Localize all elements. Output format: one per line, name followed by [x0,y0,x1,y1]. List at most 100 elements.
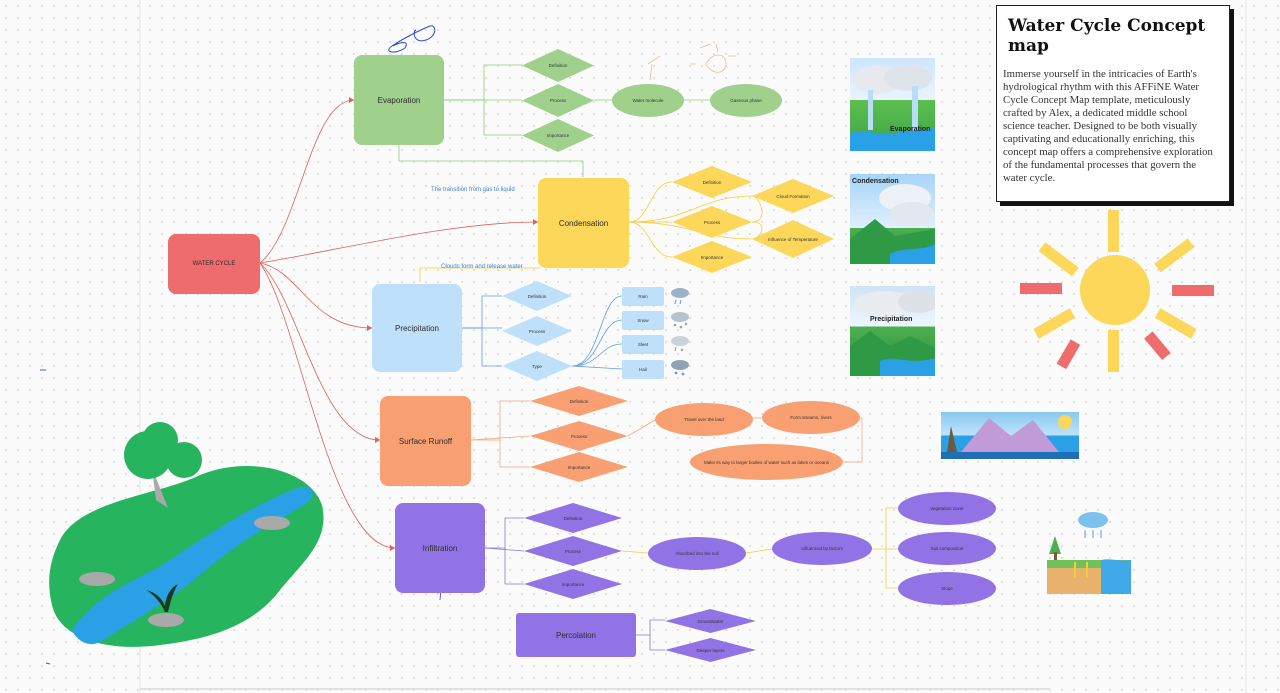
infiltration-image[interactable] [1045,508,1133,596]
condensation-illustration [850,184,935,264]
infiltration-process-node[interactable]: Process [524,536,622,566]
soil-composition-node[interactable]: Soil composition [898,532,996,565]
condensation-importance-node[interactable]: Importance [672,241,752,273]
slope-node[interactable]: Slope [898,572,996,605]
node-label: Cloud Formation [776,193,810,199]
infiltration-importance-node[interactable]: Importance [524,569,622,599]
precipitation-definition-node[interactable]: Definition [502,281,572,311]
runoff-process-node[interactable]: Process [530,421,628,451]
precipitation-image[interactable]: Precipitation [850,286,935,376]
edge-label-clouds-form: Clouds form and release water [441,264,523,270]
precipitation-illustration [850,291,935,376]
node-label: Influenced by factors [801,546,843,551]
surface-runoff-image[interactable] [941,412,1079,459]
condensation-image[interactable]: Condensation [850,174,935,264]
runoff-definition-node[interactable]: Definition [530,386,628,416]
node-label: Make its way to larger bodies of water s… [703,459,830,465]
type-snow[interactable]: Snow [622,311,664,330]
condensation-node[interactable]: Condensation [538,178,629,268]
groundwater-node[interactable]: Groundwater [665,609,756,633]
type-rain[interactable]: Rain [622,287,664,306]
node-label: Process [703,219,721,225]
node-label: Definition [527,293,547,299]
landscape-illustration [49,422,324,647]
edge-label-gas-to-liquid: The transition from gas to liquid [431,187,515,193]
vegetation-cover-node[interactable]: Vegetation cover [898,492,996,525]
precipitation-process-node[interactable]: Process [502,316,572,346]
node-label: Water molecule [632,98,664,103]
precipitation-image-title: Precipitation [870,316,913,323]
percolation-node[interactable]: Percolation [516,613,636,657]
node-label: Definition [702,179,722,185]
sleet-cloud-icon [671,336,689,352]
template-title: Water Cycle Concept map [1008,16,1206,56]
evaporation-process-node[interactable]: Process [522,84,594,117]
node-label: Process [564,548,582,554]
precipitation-type-node[interactable]: Type [502,351,572,381]
infiltration-label: Infiltration [422,543,458,553]
infiltration-node[interactable]: Infiltration [395,503,485,593]
node-label: Type [532,363,542,369]
infiltration-illustration [1047,512,1131,594]
node-label: Definition [563,515,583,521]
water-molecule-node[interactable]: Water molecule [612,84,684,117]
runoff-importance-node[interactable]: Importance [530,452,628,482]
precipitation-node[interactable]: Precipitation [372,284,462,372]
node-label: Importance [700,254,724,260]
cloud-formation-node[interactable]: Cloud Formation [752,179,834,213]
node-label: Soil composition [930,546,964,551]
node-label: Influence of Temperature [768,236,818,242]
node-label: Process [528,328,546,334]
precipitation-label: Precipitation [394,323,440,333]
node-label: Definition [569,398,589,404]
template-info-card[interactable]: Water Cycle Concept map Immerse yourself… [996,5,1230,202]
node-label: Groundwater [697,618,724,624]
deeper-layers-node[interactable]: Deeper layers [665,638,756,662]
surface-runoff-illustration [941,415,1079,459]
influenced-by-factors-node[interactable]: Influenced by factors [772,532,872,565]
sun-illustration [1020,210,1214,372]
condensation-definition-node[interactable]: Definition [672,166,752,198]
type-hail[interactable]: Hail [622,360,664,379]
type-sleet[interactable]: Sleet [622,335,664,354]
snow-cloud-icon [671,312,689,329]
infiltration-definition-node[interactable]: Definition [524,503,622,533]
node-label: Gaseous phase [730,98,762,103]
node-label: Hail [639,367,647,372]
evaporation-image[interactable]: Evaporation [850,58,935,151]
larger-bodies-node[interactable]: Make its way to larger bodies of water s… [690,444,843,480]
condensation-process-node[interactable]: Process [672,206,752,238]
absorbed-into-soil-node[interactable]: Absorbed into the soil [648,537,746,570]
evaporation-definition-node[interactable]: Definition [522,49,594,82]
form-streams-node[interactable]: Form streams, rivers [762,401,860,434]
node-label: Process [570,433,588,439]
node-label: Definition [548,63,568,68]
evaporation-importance-node[interactable]: Importance [522,119,594,152]
travel-over-land-node[interactable]: Travel over the land [655,403,753,436]
node-label: Snow [637,318,649,323]
gaseous-phase-node[interactable]: Gaseous phase [710,84,782,117]
root-label: WATER CYCLE [192,261,236,267]
condensation-label: Condensation [558,218,609,228]
node-label: Importance [567,464,591,470]
surface-runoff-node[interactable]: Surface Runoff [380,396,471,486]
evaporation-label: Evaporation [377,95,421,105]
influence-of-temperature-node[interactable]: Influence of Temperature [752,220,834,258]
scribble-doodle [388,25,436,53]
node-label: Sleet [637,342,649,347]
node-label: Form streams, rivers [790,415,832,420]
surface-runoff-label: Surface Runoff [398,436,453,446]
node-label: Rain [638,294,648,299]
root-water-cycle-node[interactable]: WATER CYCLE [168,234,260,294]
root-connectors [259,99,539,549]
node-label: Importance [561,581,585,587]
hail-cloud-icon [671,360,689,376]
node-label: Deeper layers [696,647,725,653]
node-label: Process [549,98,567,103]
evaporation-image-title: Evaporation [890,126,931,133]
evaporation-illustration [850,65,935,151]
condensation-image-title: Condensation [852,178,899,185]
weather-icons [671,288,689,376]
node-label: Slope [941,586,953,591]
evaporation-node[interactable]: Evaporation [354,55,444,145]
